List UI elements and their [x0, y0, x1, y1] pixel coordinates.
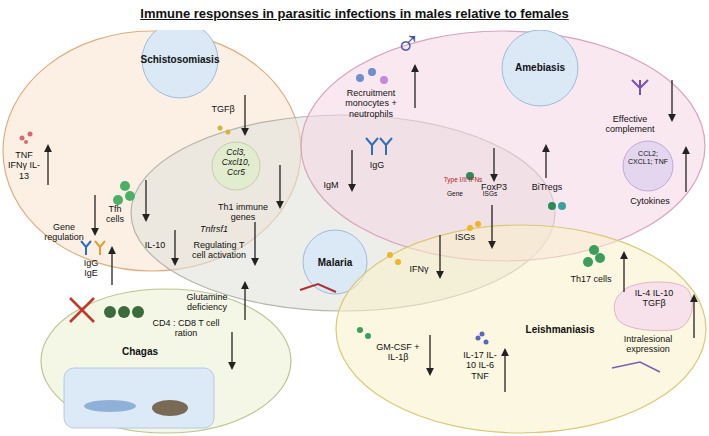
change-arrow [94, 195, 95, 232]
disease-name: Amebiasis [505, 62, 575, 74]
change-arrow [693, 298, 694, 338]
diagram-title: Immune responses in parasitic infections… [0, 6, 709, 21]
change-arrow [174, 230, 175, 262]
change-arrow [111, 250, 112, 285]
finding-label: GM-CSF + IL-1β [370, 342, 426, 363]
finding-label: BiTregs [526, 182, 568, 192]
finding-label: IL-17 IL-10 IL-6 TNF [462, 350, 498, 381]
finding-label: CD4 : CD8 T cell ration [146, 318, 226, 339]
change-arrow [491, 205, 492, 245]
finding-label: IgG [362, 160, 392, 170]
finding-label: Effective complement [598, 114, 662, 135]
finding-label: IgG IgE [76, 258, 106, 279]
finding-label: TNF IFNγ IL-13 [8, 150, 40, 181]
change-arrow [351, 150, 352, 188]
finding-label: IL-10 [138, 240, 172, 250]
change-arrow [145, 180, 146, 218]
finding-label: Tnfrsf1 [192, 224, 236, 234]
change-arrow [254, 222, 255, 262]
change-arrow [414, 68, 415, 108]
finding-label: IFNγ [402, 264, 436, 274]
finding-label: CCL2; CXCL1; TNF [628, 150, 668, 166]
change-arrow [685, 150, 686, 192]
change-arrow [545, 148, 546, 178]
finding-label: Regulating T cell activation [188, 240, 250, 261]
change-arrow [439, 235, 440, 275]
finding-label: ISGs [448, 232, 482, 242]
change-arrow [244, 95, 245, 132]
disease-name: Leishmaniasis [520, 324, 600, 336]
finding-label: TGFβ [206, 104, 240, 114]
finding-label: Ccl3, Cxcl10, Ccr5 [216, 148, 256, 177]
change-arrow [279, 165, 280, 205]
finding-label: Tfh cells [100, 204, 130, 225]
male-symbol: ♂ [388, 26, 428, 60]
change-arrow [244, 285, 245, 320]
finding-label: IL-4 IL-10 TGFβ [632, 288, 676, 309]
change-arrow [623, 255, 624, 292]
finding-label: Th17 cells [568, 274, 614, 284]
finding-label: Th1 immune genes [212, 202, 274, 223]
finding-label: Recruitment monocytes + neutrophils [334, 88, 408, 119]
change-arrow [504, 352, 505, 392]
change-arrow [47, 148, 48, 185]
change-arrow [429, 335, 430, 372]
change-arrow [671, 80, 672, 118]
change-arrow [231, 332, 232, 366]
finding-label: Intralesional expression [610, 334, 686, 355]
finding-label: ISGs [478, 190, 502, 197]
change-arrow [493, 148, 494, 178]
finding-label: Gene regulation [36, 222, 92, 243]
finding-label: Glutamine deficiency [176, 292, 238, 313]
finding-label: IgM [316, 180, 346, 190]
disease-name: Schistosomiasis [140, 54, 220, 66]
disease-name: Chagas [108, 346, 172, 358]
finding-label: Type I/II IFNs [432, 176, 494, 183]
finding-label: Cytokines [622, 196, 678, 206]
disease-name: Malaria [305, 257, 365, 269]
finding-label: Gene [442, 190, 468, 197]
